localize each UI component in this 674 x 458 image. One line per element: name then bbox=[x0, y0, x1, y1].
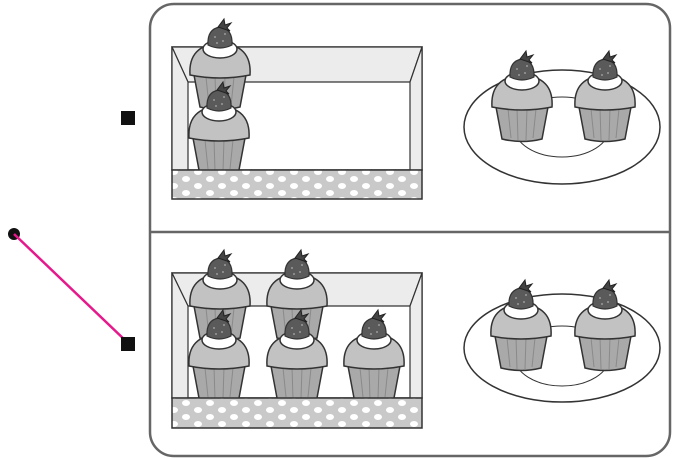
connector-line bbox=[14, 234, 128, 343]
option-marker-bottom-icon[interactable] bbox=[121, 337, 135, 351]
plate bbox=[464, 294, 660, 402]
box-front-band bbox=[172, 398, 422, 428]
option-marker-top-icon[interactable] bbox=[121, 111, 135, 125]
box-front-band bbox=[172, 170, 422, 199]
